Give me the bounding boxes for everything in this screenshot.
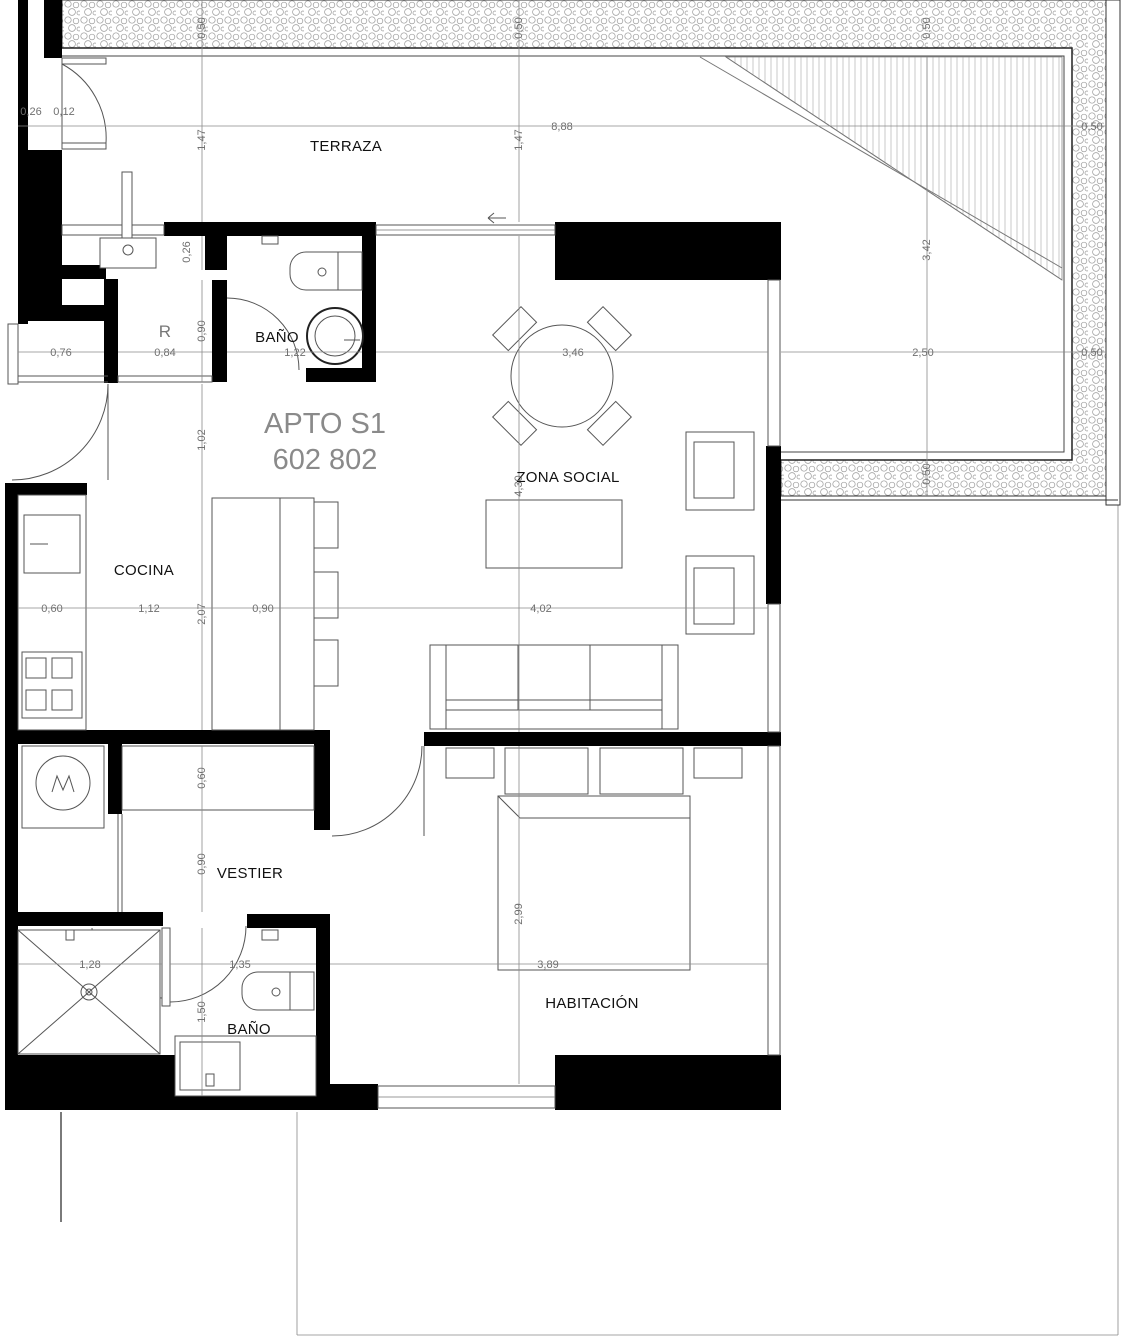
dimension-labels: 0,26 0,12 8,88 0,50 0,50 0,50 0,50 0,50 … [20, 17, 1102, 1022]
dim-389: 3,89 [537, 959, 558, 971]
room-label-bano-upper: BAÑO [255, 329, 299, 346]
walls [5, 0, 781, 1110]
dim-128: 1,28 [79, 959, 100, 971]
dim-050-right-mid: 0,50 [1081, 347, 1102, 359]
dim-050-top-mid: 0,50 [513, 17, 525, 38]
room-labels: APTO S1 602 802 TERRAZA BAÑO R ZONA SOCI… [114, 138, 639, 1038]
dim-050-right-top: 0,50 [1081, 121, 1102, 133]
dim-207: 2,07 [196, 603, 208, 624]
room-label-refrigerator: R [159, 322, 172, 341]
furniture [17, 171, 755, 1097]
dim-888: 8,88 [551, 121, 572, 133]
dim-250: 2,50 [912, 347, 933, 359]
room-label-cocina: COCINA [114, 562, 174, 579]
room-label-vestier: VESTIER [217, 865, 283, 882]
dim-026: 0,26 [20, 106, 41, 118]
dim-060-horizontal: 0,60 [41, 603, 62, 615]
dim-102: 1,02 [196, 429, 208, 450]
terrace-deck [699, 56, 1063, 281]
dim-050-top-left: 0,50 [196, 17, 208, 38]
dim-050-right-bottom: 0,50 [921, 463, 933, 484]
room-label-habitacion: HABITACIÓN [545, 995, 639, 1012]
dimension-lines [18, 0, 1106, 1096]
dim-076: 0,76 [50, 347, 71, 359]
dim-012: 0,12 [53, 106, 74, 118]
outer-reference-lines [60, 500, 1119, 1336]
room-label-terraza: TERRAZA [310, 138, 382, 155]
dim-090-upper: 0,90 [196, 320, 208, 341]
dim-090-horizontal: 0,90 [252, 603, 273, 615]
dim-026-vertical: 0,26 [181, 241, 193, 262]
dim-112: 1,12 [138, 603, 159, 615]
dim-050-top-right: 0,50 [921, 17, 933, 38]
dim-122: 1,22 [284, 347, 305, 359]
dim-342: 3,42 [921, 239, 933, 260]
dim-147-left: 1,47 [196, 129, 208, 150]
dim-147-mid: 1,47 [513, 129, 525, 150]
dim-150: 1,50 [196, 1001, 208, 1022]
apartment-title-line2: 602 802 [273, 444, 378, 476]
dim-299: 2,99 [513, 903, 525, 924]
dim-135: 1,35 [229, 959, 250, 971]
apartment-title-line1: APTO S1 [264, 408, 386, 440]
dim-402: 4,02 [530, 603, 551, 615]
doors [11, 57, 425, 1007]
room-label-zona-social: ZONA SOCIAL [516, 469, 619, 486]
dim-090-lower: 0,90 [196, 853, 208, 874]
dim-430: 4,30 [513, 475, 525, 496]
dim-084: 0,84 [154, 347, 175, 359]
dim-060-vertical: 0,60 [196, 767, 208, 788]
dim-346: 3,46 [562, 347, 583, 359]
room-label-bano-lower: BAÑO [227, 1021, 271, 1038]
